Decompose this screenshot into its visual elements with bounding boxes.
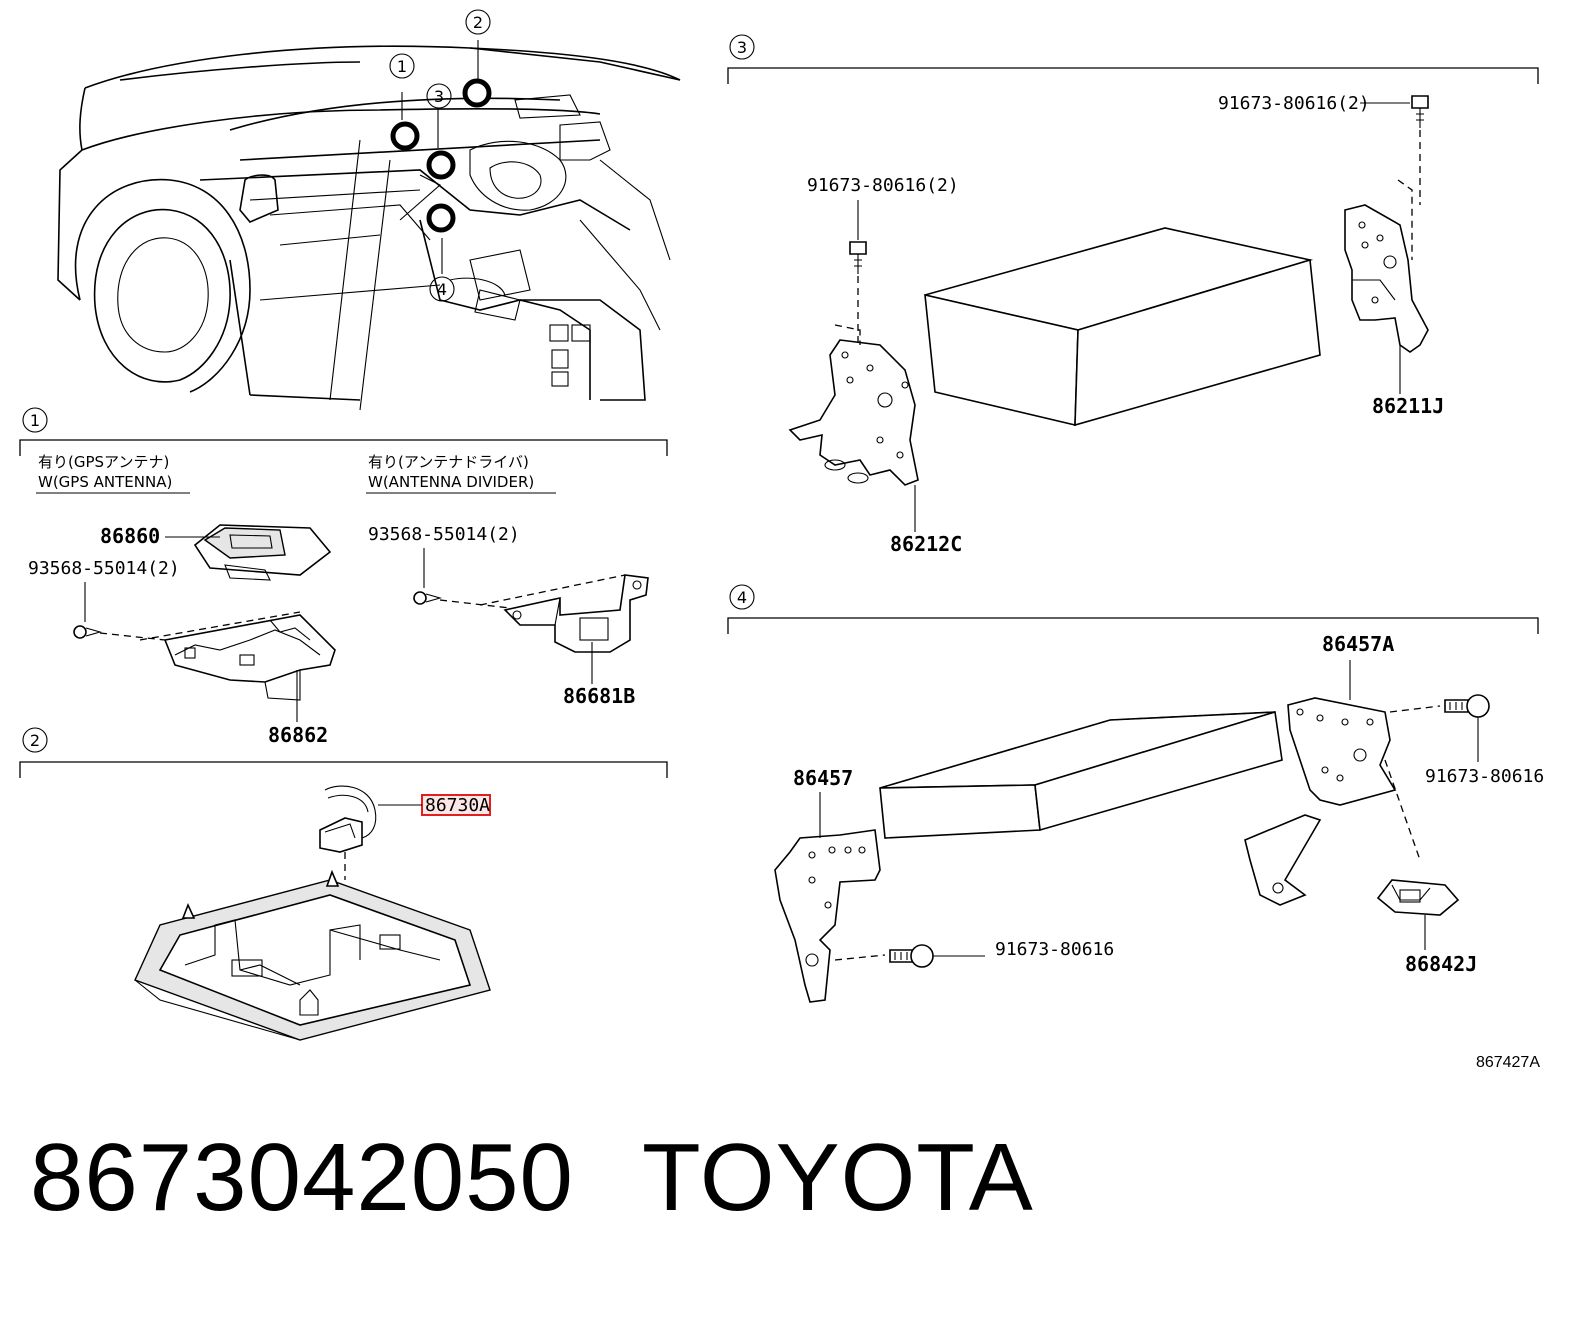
connector-86730A bbox=[319, 785, 377, 853]
section-2-number: 2 bbox=[30, 731, 40, 750]
bolt-left-icon bbox=[849, 241, 867, 274]
section-1: 1 有り(GPSアンテナ) W(GPS ANTENNA) 有り(アンテナドライバ… bbox=[19, 407, 668, 747]
antenna-bracket-86862 bbox=[163, 614, 336, 701]
part-label-86457A: 86457A bbox=[1322, 632, 1394, 656]
part-label-86860: 86860 bbox=[100, 524, 160, 548]
svg-text:4: 4 bbox=[437, 280, 447, 299]
section-1-number: 1 bbox=[30, 411, 40, 430]
svg-text:2: 2 bbox=[473, 13, 483, 32]
divider-variant-en: W(ANTENNA DIVIDER) bbox=[368, 473, 534, 491]
section-4: 4 86457A bbox=[727, 584, 1544, 1003]
section-3-number: 3 bbox=[737, 38, 747, 57]
car-callout-3: 3 bbox=[426, 83, 452, 109]
bolt-top-right-icon bbox=[1411, 95, 1429, 128]
bracket-86457A bbox=[1244, 697, 1397, 906]
footer-brand: TOYOTA bbox=[642, 1124, 1034, 1231]
car-overview bbox=[57, 40, 681, 411]
part-label-86730A: 86730A bbox=[425, 795, 490, 816]
car-callout-1: 1 bbox=[389, 53, 415, 79]
section-4-number: 4 bbox=[737, 588, 747, 607]
overhead-console bbox=[134, 869, 491, 1041]
screw-gps-icon bbox=[73, 625, 103, 639]
display-unit bbox=[879, 710, 1283, 839]
gps-antenna-86860 bbox=[193, 524, 332, 581]
section-2: 2 86730A bbox=[19, 727, 668, 1041]
gps-variant-jp: 有り(GPSアンテナ) bbox=[38, 453, 169, 471]
clip-86842J bbox=[1376, 879, 1460, 916]
bolt-s4-bottom-icon bbox=[889, 944, 934, 968]
navigation-head-unit bbox=[924, 227, 1321, 427]
part-label-bolt-left: 91673-80616(2) bbox=[807, 175, 959, 196]
part-label-86211J: 86211J bbox=[1372, 394, 1444, 418]
part-label-screw-gps: 93568-55014(2) bbox=[28, 558, 180, 579]
footer-part-number: 8673042050 bbox=[30, 1124, 574, 1231]
gps-variant-en: W(GPS ANTENNA) bbox=[38, 473, 172, 491]
bracket-86212C bbox=[788, 324, 919, 486]
car-callout-2: 2 bbox=[465, 9, 491, 35]
part-label-bolt-top-right: 91673-80616(2) bbox=[1218, 93, 1370, 114]
part-label-bolt-s4-right: 91673-80616 bbox=[1425, 766, 1544, 787]
car-location-rings bbox=[390, 78, 492, 233]
part-label-86457: 86457 bbox=[793, 766, 853, 790]
diagram-code: 867427A bbox=[1476, 1054, 1540, 1071]
svg-text:3: 3 bbox=[434, 87, 444, 106]
section-3: 3 91673-80616(2) 86211J bbox=[727, 34, 1539, 556]
bolt-s4-right-icon bbox=[1444, 694, 1490, 718]
part-label-86862: 86862 bbox=[268, 723, 328, 747]
part-label-86681B: 86681B bbox=[563, 684, 635, 708]
part-label-86212C: 86212C bbox=[890, 532, 962, 556]
part-label-screw-divider: 93568-55014(2) bbox=[368, 524, 520, 545]
car-callout-4: 4 bbox=[429, 276, 455, 302]
bracket-86211J bbox=[1344, 179, 1429, 353]
part-label-86842J: 86842J bbox=[1405, 952, 1477, 976]
bracket-86457 bbox=[774, 829, 881, 1003]
part-label-bolt-s4-bottom: 91673-80616 bbox=[995, 939, 1114, 960]
divider-variant-jp: 有り(アンテナドライバ) bbox=[368, 453, 529, 471]
antenna-divider-86681B bbox=[503, 574, 649, 653]
screw-divider-icon bbox=[413, 591, 443, 605]
svg-text:1: 1 bbox=[397, 57, 407, 76]
